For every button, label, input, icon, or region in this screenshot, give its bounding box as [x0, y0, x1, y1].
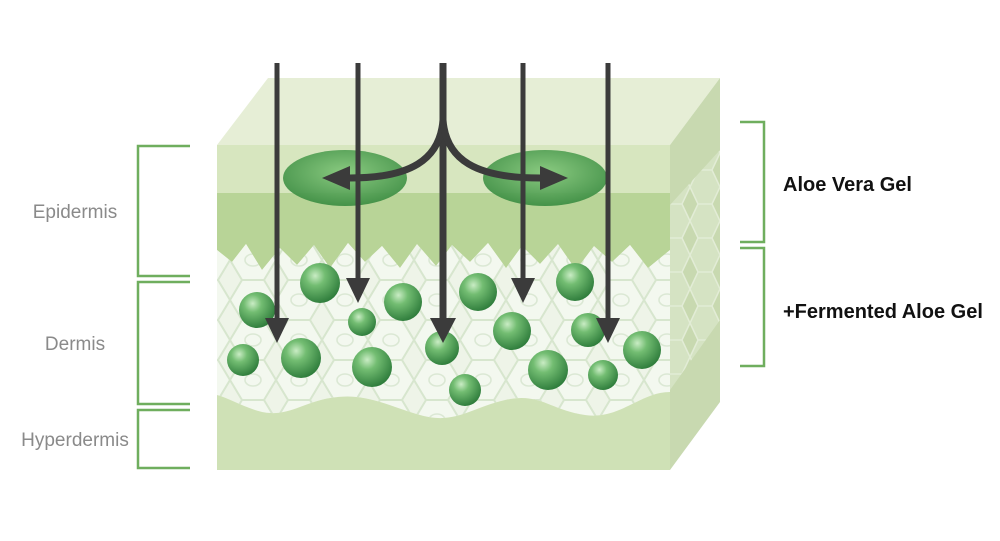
aloe-sphere — [571, 313, 605, 347]
dermis-label: Dermis — [45, 334, 105, 355]
aloe-sphere — [384, 283, 422, 321]
dermis-bracket — [136, 280, 190, 406]
fermented-aloe-gel-label: +Fermented Aloe Gel — [783, 301, 983, 323]
hypodermis-bracket — [136, 408, 190, 470]
side-cell-texture — [670, 150, 720, 390]
penetration-arrows — [265, 63, 620, 343]
arrow-head — [430, 318, 456, 343]
hypodermis-label: Hyperdermis — [21, 430, 129, 451]
epidermis-label: Epidermis — [33, 202, 117, 223]
aloe-sphere — [227, 344, 259, 376]
aloe-sphere — [281, 338, 321, 378]
aloe-sphere — [449, 374, 481, 406]
aloe-sphere — [556, 263, 594, 301]
aloe-particles — [227, 263, 661, 406]
hypodermis-layer — [217, 392, 670, 470]
aloe-sphere — [348, 308, 376, 336]
aloe-sphere — [528, 350, 568, 390]
aloe-sphere — [425, 331, 459, 365]
branch-arrow-right — [439, 119, 541, 182]
aloe-vera-gel-bracket — [740, 120, 766, 244]
left-brackets — [136, 144, 190, 470]
arrow-head — [511, 278, 535, 303]
branch-arrow-left — [349, 119, 447, 182]
arrow-head — [540, 166, 568, 190]
aloe-sphere — [352, 347, 392, 387]
aloe-sphere — [623, 331, 661, 369]
aloe-sphere — [588, 360, 618, 390]
arrow-head — [265, 318, 289, 343]
aloe-sphere — [459, 273, 497, 311]
epidermis-bracket — [136, 144, 190, 278]
right-brackets — [740, 120, 766, 368]
fermented-aloe-gel-bracket — [740, 246, 766, 368]
aloe-sphere — [493, 312, 531, 350]
block-top-face — [217, 78, 720, 145]
arrow-head — [346, 278, 370, 303]
aloe-sphere — [300, 263, 340, 303]
arrow-head — [322, 166, 350, 190]
aloe-vera-gel-label: Aloe Vera Gel — [783, 174, 912, 196]
arrow-head — [596, 318, 620, 343]
